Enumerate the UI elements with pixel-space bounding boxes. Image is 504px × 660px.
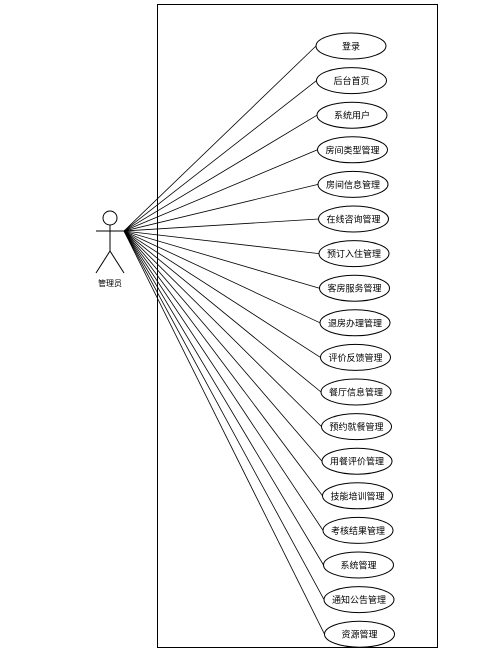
use-case-label: 房间类型管理 xyxy=(325,144,379,156)
association-line xyxy=(123,184,319,232)
use-case-ellipse xyxy=(318,205,389,233)
use-case: 评价反馈管理 xyxy=(320,343,391,371)
use-case-ellipse xyxy=(322,482,393,510)
association-line xyxy=(123,230,321,358)
use-case: 考核结果管理 xyxy=(322,516,394,544)
use-case-label: 客房服务管理 xyxy=(327,283,381,295)
use-case-ellipse xyxy=(322,516,394,544)
use-case-ellipse xyxy=(318,240,390,268)
association-line xyxy=(123,230,322,427)
use-case: 房间类型管理 xyxy=(317,136,388,164)
association-line xyxy=(123,230,324,531)
use-case-ellipse xyxy=(315,32,387,60)
use-case: 预订入住管理 xyxy=(318,240,390,268)
use-case: 用餐评价管理 xyxy=(321,447,393,475)
use-case-label: 在线咨询管理 xyxy=(326,214,380,226)
association-line xyxy=(123,230,325,600)
use-case: 餐厅信息管理 xyxy=(320,378,392,406)
use-case-ellipse xyxy=(319,309,391,337)
association-line xyxy=(123,149,318,232)
use-case-ellipse xyxy=(324,620,395,648)
use-case-label: 评价反馈管理 xyxy=(328,352,382,364)
use-case-ellipse xyxy=(316,101,388,129)
use-case-label: 退房办理管理 xyxy=(328,317,382,329)
association-line xyxy=(123,114,318,232)
use-case: 登录 xyxy=(315,32,387,60)
association-line xyxy=(123,45,317,232)
use-case-label: 餐厅信息管理 xyxy=(329,387,383,399)
use-case: 技能培训管理 xyxy=(322,482,393,510)
association-line xyxy=(123,230,323,497)
actor-head xyxy=(102,210,118,226)
use-case-label: 技能培训管理 xyxy=(330,490,384,502)
system-boundary xyxy=(157,4,438,648)
use-case-ellipse xyxy=(320,378,392,406)
use-case: 系统管理 xyxy=(323,551,394,579)
use-case-label: 后台首页 xyxy=(333,75,369,87)
use-case: 客房服务管理 xyxy=(319,274,390,302)
use-case-label: 考核结果管理 xyxy=(331,525,385,537)
use-cases: 登录后台首页系统用户房间类型管理房间信息管理在线咨询管理预订入住管理客房服务管理… xyxy=(315,32,395,648)
association-line xyxy=(123,230,320,289)
use-case-ellipse xyxy=(321,413,392,441)
use-case-label: 资源管理 xyxy=(341,629,377,641)
use-case: 后台首页 xyxy=(316,67,387,95)
use-case-label: 房间信息管理 xyxy=(326,179,380,191)
association-lines xyxy=(123,45,325,635)
association-line xyxy=(123,230,324,566)
use-case: 系统用户 xyxy=(316,101,388,129)
actor-left-leg xyxy=(95,250,111,274)
actor-right-leg xyxy=(109,250,125,274)
use-case-ellipse xyxy=(321,447,393,475)
association-line xyxy=(123,80,317,232)
association-line xyxy=(123,230,321,324)
use-case-label: 预订入住管理 xyxy=(327,248,381,260)
use-case-ellipse xyxy=(323,586,395,614)
use-case-ellipse xyxy=(317,136,388,164)
association-line xyxy=(123,230,320,254)
actor-label: 管理员 xyxy=(98,278,122,288)
association-line xyxy=(123,230,323,462)
use-case-ellipse xyxy=(320,343,391,371)
use-case: 退房办理管理 xyxy=(319,309,391,337)
association-line xyxy=(123,230,322,393)
association-line xyxy=(123,230,325,635)
use-case: 在线咨询管理 xyxy=(318,205,389,233)
use-case: 通知公告管理 xyxy=(323,586,395,614)
use-case-ellipse xyxy=(323,551,394,579)
use-case: 预约就餐管理 xyxy=(321,413,392,441)
use-case-ellipse xyxy=(317,170,389,198)
use-case: 房间信息管理 xyxy=(317,170,389,198)
use-case-label: 预约就餐管理 xyxy=(329,421,383,433)
use-case-ellipse xyxy=(316,67,387,95)
use-case-label: 系统用户 xyxy=(334,110,370,122)
use-case: 资源管理 xyxy=(324,620,395,648)
actor-figure xyxy=(95,210,125,274)
use-case-label: 用餐评价管理 xyxy=(330,456,384,468)
use-case-label: 通知公告管理 xyxy=(332,594,386,606)
use-case-ellipse xyxy=(319,274,390,302)
use-case-label: 登录 xyxy=(342,42,360,53)
use-case-label: 系统管理 xyxy=(340,560,376,572)
association-line xyxy=(123,218,319,232)
